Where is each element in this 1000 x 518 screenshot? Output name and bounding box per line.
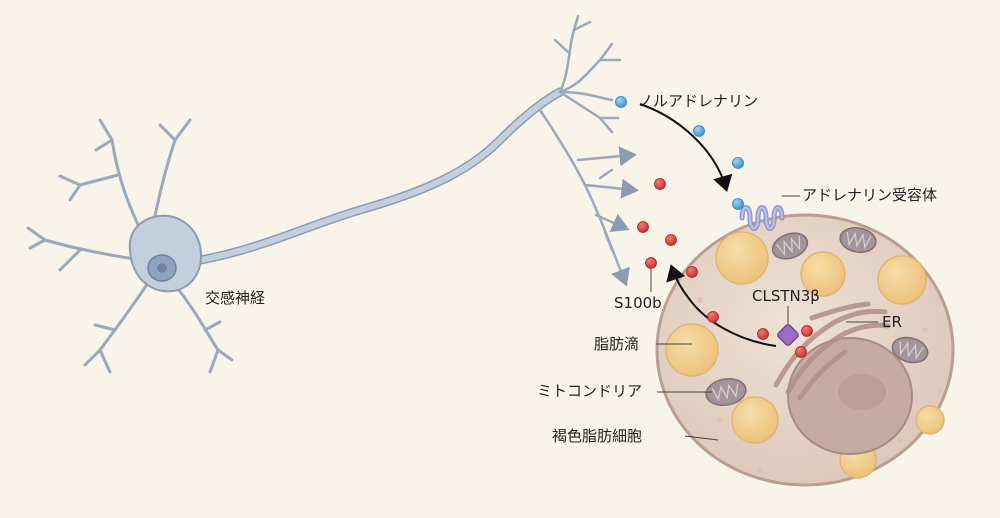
label-adrenergic-receptor: アドレナリン受容体 xyxy=(802,186,938,204)
noradrenaline-flow-arrow xyxy=(639,103,733,192)
mitochondrion xyxy=(891,336,929,364)
s100b-secretion-arrow xyxy=(666,264,777,347)
s100b-dot xyxy=(665,234,677,246)
axon-terminal-branches xyxy=(553,14,622,134)
axon xyxy=(185,87,565,267)
label-s100b: S100b xyxy=(614,294,662,312)
noradrenaline-dot xyxy=(732,157,744,169)
label-er: ER xyxy=(882,313,902,331)
mitochondrion xyxy=(705,377,747,407)
label-lipid-droplet: 脂肪滴 xyxy=(594,335,640,353)
lipid-droplets xyxy=(665,231,945,479)
clstn3b-protein xyxy=(777,324,799,346)
mitochondrion xyxy=(839,227,877,253)
lipid-droplet xyxy=(800,251,846,297)
s100b-molecules xyxy=(637,178,813,358)
lipid-droplet xyxy=(731,396,779,444)
neuron-cell-body xyxy=(128,214,202,293)
label-clstn3b: CLSTN3β xyxy=(752,287,820,305)
s100b-dot xyxy=(757,328,769,340)
noradrenaline-dot xyxy=(732,198,744,210)
s100b-dot xyxy=(686,266,698,278)
noradrenaline-dot xyxy=(693,125,705,137)
leader-lines xyxy=(650,195,878,441)
noradrenaline-dot xyxy=(615,96,627,108)
lipid-droplet xyxy=(877,255,927,305)
endoplasmic-reticulum xyxy=(773,301,891,401)
dendrites xyxy=(26,118,234,374)
label-noradrenaline: ノルアドレナリン xyxy=(638,92,759,110)
s100b-dot xyxy=(637,221,649,233)
s100b-dot xyxy=(645,257,657,269)
label-mitochondria: ミトコンドリア xyxy=(537,382,643,400)
neuron xyxy=(26,14,639,374)
mitochondrion xyxy=(771,232,809,260)
noradrenaline-molecules xyxy=(615,96,744,210)
s100b-dot xyxy=(795,346,807,358)
lipid-droplet xyxy=(715,231,769,285)
s100b-dot xyxy=(707,311,719,323)
s100b-dot xyxy=(654,178,666,190)
label-brown-adipocyte: 褐色脂肪細胞 xyxy=(552,427,643,445)
s100b-dot xyxy=(801,325,813,337)
mitochondria-group xyxy=(705,227,929,407)
lipid-droplet xyxy=(665,323,719,377)
lower-terminal-branches xyxy=(538,108,639,287)
lipid-droplet xyxy=(915,405,945,435)
brown-adipocyte xyxy=(655,205,955,487)
label-sympathetic-nerve: 交感神経 xyxy=(205,289,266,307)
